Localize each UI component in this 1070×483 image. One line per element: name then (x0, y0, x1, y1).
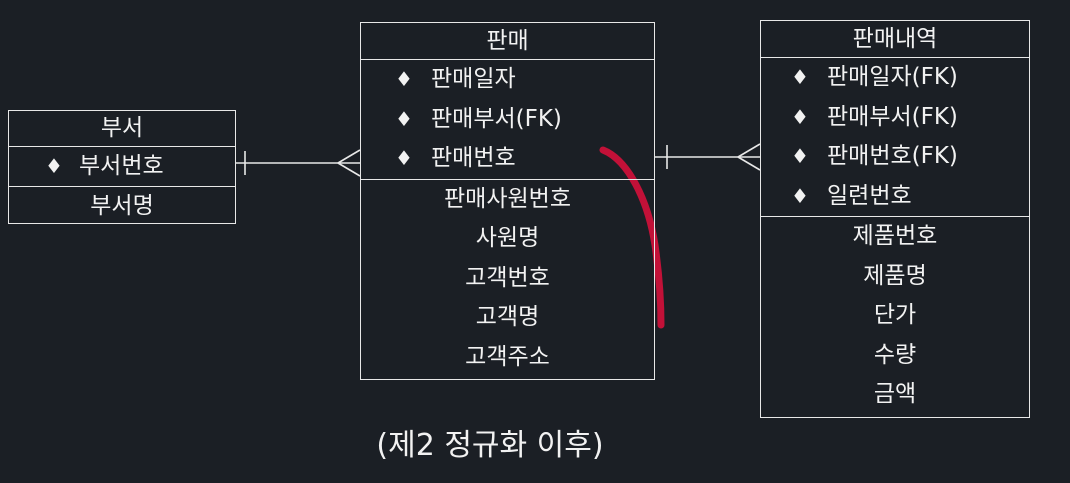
entity-panmae: 판매 ♦ 판매일자 ♦ 판매부서(FK) ♦ 판매번호 판매사원번호 사원명 고… (360, 22, 655, 380)
key-label: 판매일자 (431, 66, 516, 92)
diamond-icon: ♦ (395, 146, 413, 170)
key-section: ♦ 판매일자 ♦ 판매부서(FK) ♦ 판매번호 (361, 60, 654, 180)
attribute-section: 판매사원번호 사원명 고객번호 고객명 고객주소 (361, 180, 654, 378)
attribute-row: 판매사원번호 (444, 185, 571, 212)
attribute-row: 제품명 (863, 262, 927, 289)
relation-buseo-panmae (236, 149, 361, 177)
key-row: ♦ 판매부서(FK) (361, 100, 654, 140)
diamond-icon: ♦ (791, 144, 809, 168)
attribute-section: 제품번호 제품명 단가 수량 금액 (761, 217, 1029, 415)
attribute-row: 고객번호 (465, 264, 550, 291)
entity-title: 부서 (9, 111, 235, 147)
diamond-icon: ♦ (791, 183, 809, 208)
key-label: 부서번호 (79, 153, 164, 179)
diamond-icon: ♦ (791, 65, 809, 89)
key-row: ♦ 부서번호 (9, 147, 235, 186)
key-row: ♦ 판매번호 (361, 139, 654, 179)
diagram-caption: (제2 정규화 이후) (376, 428, 604, 463)
entity-title: 판매 (361, 23, 654, 60)
attribute-row: 부서명 (90, 193, 154, 219)
key-row: ♦ 판매번호(FK) (761, 137, 1029, 177)
attribute-row: 금액 (873, 381, 917, 407)
key-label: 판매일자(FK) (827, 64, 958, 90)
key-row: ♦ 판매일자(FK) (761, 58, 1029, 98)
diamond-icon: ♦ (395, 106, 413, 131)
attribute-row: 수량 (873, 341, 917, 368)
diamond-icon: ♦ (395, 67, 413, 91)
key-row: ♦ 판매부서(FK) (761, 98, 1029, 138)
entity-buseo: 부서 ♦ 부서번호 부서명 (8, 110, 236, 224)
key-label: 판매부서(FK) (431, 105, 562, 132)
attribute-section: 부서명 (9, 187, 235, 226)
attribute-row: 고객주소 (465, 343, 550, 370)
crowfoot-lower (337, 162, 361, 177)
diamond-icon: ♦ (45, 154, 63, 178)
attribute-row: 고객명 (475, 304, 540, 330)
crowfoot-upper (737, 143, 761, 158)
relation-panmae-naeyeok (655, 143, 761, 171)
attribute-row: 사원명 (475, 225, 540, 251)
crowfoot-upper (337, 149, 361, 164)
key-label: 판매부서(FK) (827, 103, 958, 130)
attribute-row: 제품번호 (852, 223, 938, 249)
attribute-row: 단가 (873, 302, 917, 328)
entity-title: 판매내역 (761, 21, 1029, 58)
entity-panmae-naeyeok: 판매내역 ♦ 판매일자(FK) ♦ 판매부서(FK) ♦ 판매번호(FK) ♦ … (760, 20, 1030, 418)
diamond-icon: ♦ (791, 104, 809, 129)
key-section: ♦ 판매일자(FK) ♦ 판매부서(FK) ♦ 판매번호(FK) ♦ 일련번호 (761, 58, 1029, 217)
key-label: 판매번호 (431, 145, 516, 171)
crowfoot-lower (737, 156, 761, 171)
key-label: 판매번호(FK) (827, 143, 958, 169)
key-row: ♦ 일련번호 (761, 177, 1029, 217)
key-row: ♦ 판매일자 (361, 60, 654, 100)
key-section: ♦ 부서번호 (9, 147, 235, 187)
key-label: 일련번호 (827, 182, 912, 209)
